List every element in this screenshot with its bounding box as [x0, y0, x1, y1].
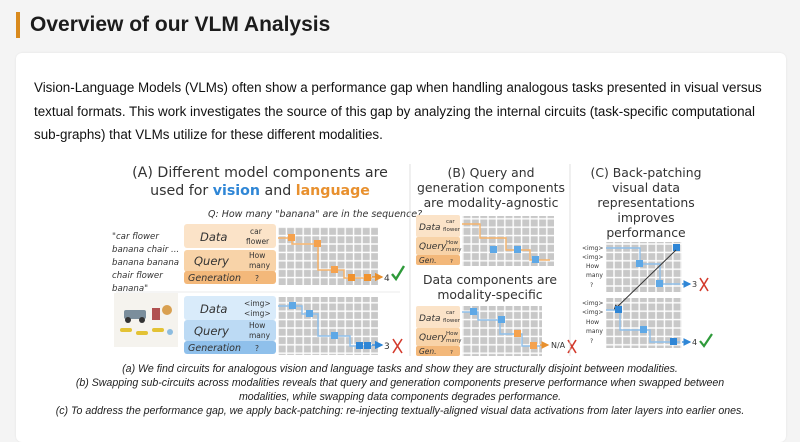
data-row-band: [184, 224, 276, 248]
token: How: [446, 331, 459, 337]
overview-figure: (A) Different model components are used …: [112, 164, 713, 356]
token: ?: [450, 350, 453, 356]
token: many: [586, 272, 603, 279]
token: <img>: [582, 309, 603, 316]
check-icon: [699, 333, 713, 348]
text-input-line: banana chair ...: [112, 245, 179, 255]
answer-c-bottom: 4: [692, 338, 697, 347]
token: How: [249, 251, 265, 260]
token: How: [446, 240, 459, 246]
cross-icon: [567, 339, 577, 354]
panel-c-title: representations: [597, 195, 694, 210]
generation-row-band: [184, 341, 276, 354]
token: car: [446, 310, 455, 316]
token: many: [249, 331, 271, 340]
row-label-generation: Generation: [188, 273, 241, 284]
token: <img>: [582, 300, 603, 307]
section-heading: Overview of our VLM Analysis: [16, 10, 330, 40]
row-label-data: Data: [419, 223, 441, 233]
answer-c-top: 3: [692, 280, 697, 289]
row-label-generation: Generation: [188, 343, 241, 354]
panel-b-subtitle: Data components are: [423, 272, 557, 287]
panel-c-title: improves: [617, 210, 674, 225]
text-input-line: chair flower: [112, 271, 163, 281]
text-input-line: banana": [112, 284, 148, 294]
token: How: [586, 263, 599, 270]
token: <img>: [244, 309, 271, 318]
row-label-query: Query: [419, 333, 447, 343]
row-label-query: Query: [419, 242, 447, 252]
panel-a-title-1: (A) Different model components are: [132, 165, 388, 181]
answer-text: 4: [384, 274, 390, 284]
panel-b: (B) Query and generation components are …: [416, 165, 577, 356]
answer-image: 3: [384, 342, 390, 352]
caption-c: (c) To address the performance gap, we a…: [55, 405, 745, 417]
row-label-query: Query: [194, 324, 229, 338]
panel-c-title: (C) Back-patching: [591, 165, 702, 180]
cross-icon: [699, 277, 709, 292]
token: many: [446, 338, 462, 344]
token: ?: [590, 338, 593, 345]
token: many: [249, 261, 271, 270]
token: many: [446, 247, 462, 253]
row-label-query: Query: [194, 254, 229, 268]
figure-captions: (a) We find circuits for analogous visio…: [24, 362, 776, 418]
panel-a-question: Q: How many "banana" are in the sequence…: [208, 209, 422, 220]
token: <img>: [582, 254, 603, 261]
panel-b-title: generation components: [417, 180, 565, 195]
token: flower: [443, 227, 461, 233]
panel-b-subtitle: modality-specific: [437, 287, 542, 302]
image-input-thumbnail: [114, 293, 178, 347]
text-input-line: "car flower: [112, 232, 159, 242]
token: How: [586, 319, 599, 326]
row-label-gen: Gen.: [419, 347, 437, 356]
query-row-band: [184, 250, 276, 272]
cross-icon: [392, 338, 403, 354]
caption-b: (b) Swapping sub-circuits across modalit…: [75, 377, 725, 389]
panel-a: (A) Different model components are used …: [112, 165, 422, 355]
panel-a-title-2: used for vision and language: [150, 183, 370, 199]
section-title: Overview of our VLM Analysis: [30, 13, 331, 36]
token: many: [586, 328, 603, 335]
token: flower: [443, 318, 461, 324]
row-label-data: Data: [200, 302, 227, 316]
row-label-gen: Gen.: [419, 256, 437, 265]
check-icon: [391, 265, 406, 282]
token: ?: [255, 274, 259, 283]
panel-b-title: are modality-agnostic: [424, 195, 559, 210]
caption-a: (a) We find circuits for analogous visio…: [122, 363, 678, 375]
data-row-band: [184, 296, 276, 320]
panel-b-title: (B) Query and: [447, 165, 534, 180]
panel-c: (C) Back-patching visual data representa…: [582, 165, 713, 348]
token: car: [446, 219, 455, 225]
text-input-line: banana banana: [112, 258, 179, 268]
back-patch-arrow: [613, 249, 677, 311]
caption-b-cont: modalities, while swapping data componen…: [238, 391, 562, 403]
token: car: [250, 227, 263, 236]
circuit-path-image: [278, 305, 372, 347]
row-label-data: Data: [200, 230, 227, 244]
generation-row-band: [184, 271, 276, 284]
heading-accent-bar: [16, 12, 20, 38]
token: How: [249, 321, 265, 330]
row-label-data: Data: [419, 314, 441, 324]
panel-c-title: performance: [606, 225, 685, 240]
query-row-band: [184, 320, 276, 341]
answer-b: N/A: [551, 341, 566, 350]
token: ?: [450, 259, 453, 265]
intro-paragraph: Vision-Language Models (VLMs) often show…: [34, 80, 762, 142]
token: <img>: [582, 245, 603, 252]
token: <img>: [244, 299, 271, 308]
token: flower: [246, 237, 270, 246]
token: ?: [590, 282, 593, 289]
token: ?: [255, 344, 259, 353]
panel-c-title: visual data: [612, 180, 680, 195]
